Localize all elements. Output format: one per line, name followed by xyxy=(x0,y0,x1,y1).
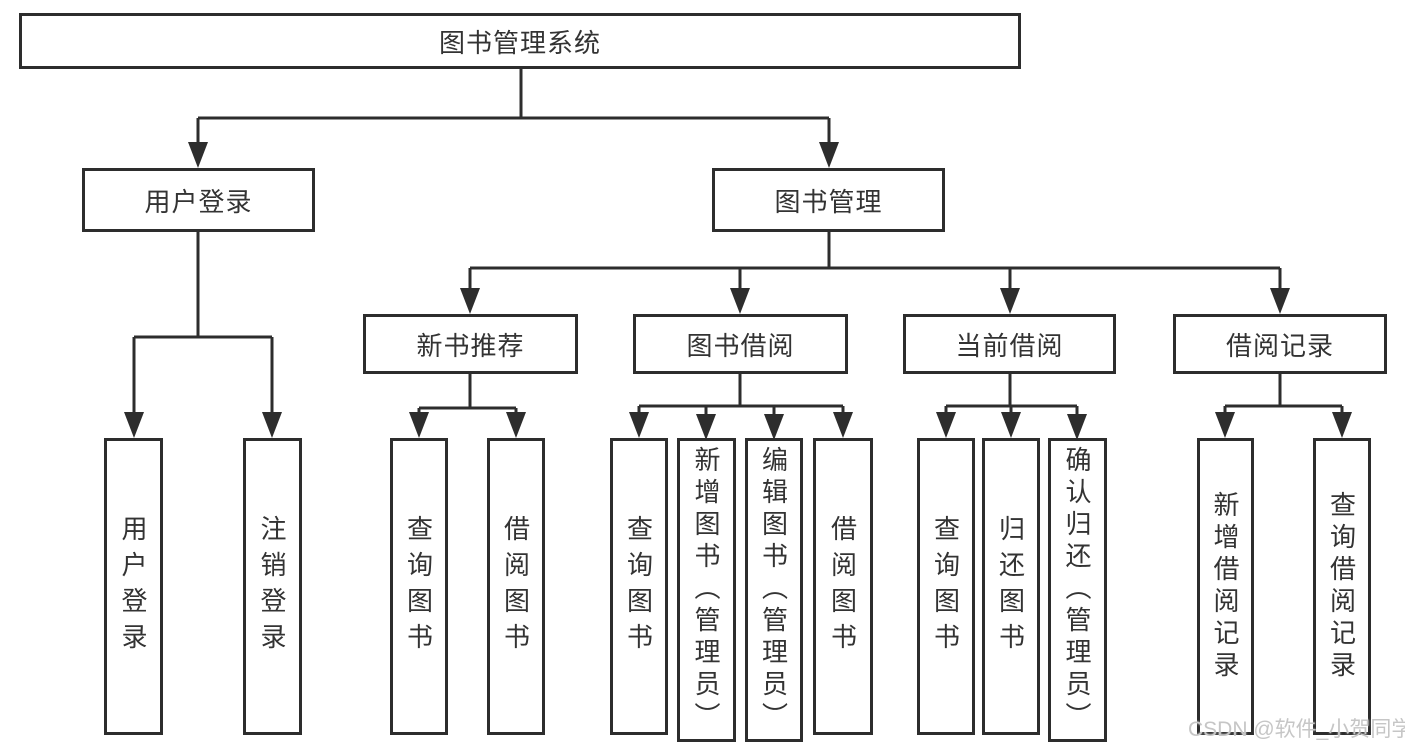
connector-borrow-records-branch xyxy=(1223,374,1344,418)
leaf-query-books-borrow: 查询图书 xyxy=(610,438,668,735)
arrowhead xyxy=(124,412,144,438)
leaf-query-books-recommend: 查询图书 xyxy=(390,438,448,735)
leaf-confirm-return-admin-label: 确认归还（管理员） xyxy=(1062,446,1092,734)
leaf-borrow-books-recommend: 借阅图书 xyxy=(487,438,545,735)
node-book-management-label: 图书管理 xyxy=(774,186,883,217)
arrowhead xyxy=(819,142,839,168)
node-borrow-records: 借阅记录 xyxy=(1173,314,1387,374)
node-user-login-label: 用户登录 xyxy=(144,186,253,217)
node-user-login: 用户登录 xyxy=(82,168,315,232)
connector-current-borrow-branch xyxy=(944,374,1079,420)
arrowhead xyxy=(1067,414,1087,440)
arrowhead xyxy=(730,288,750,314)
leaf-borrow-books-borrow-label: 借阅图书 xyxy=(827,514,858,659)
node-new-book-recommend-label: 新书推荐 xyxy=(416,330,525,361)
leaf-user-login-label: 用户登录 xyxy=(118,514,148,659)
leaf-add-borrow-record: 新增借阅记录 xyxy=(1197,438,1254,735)
csdn-watermark: CSDN @软件_小贺同学 xyxy=(1188,718,1405,741)
leaf-query-borrow-record-label: 查询借阅记录 xyxy=(1326,490,1357,683)
node-current-borrow-label: 当前借阅 xyxy=(955,330,1064,361)
arrowhead xyxy=(1215,412,1235,438)
arrowhead xyxy=(460,288,480,314)
node-book-management: 图书管理 xyxy=(712,168,945,232)
arrowhead xyxy=(629,412,649,438)
leaf-add-book-admin: 新增图书（管理员） xyxy=(677,438,736,742)
connector-root-to-level2 xyxy=(196,69,831,148)
node-current-borrow: 当前借阅 xyxy=(903,314,1116,374)
leaf-borrow-books-borrow: 借阅图书 xyxy=(813,438,873,735)
leaf-query-books-borrow-label: 查询图书 xyxy=(623,514,654,659)
leaf-query-borrow-record: 查询借阅记录 xyxy=(1313,438,1371,735)
arrowhead xyxy=(764,414,784,440)
node-root: 图书管理系统 xyxy=(19,13,1021,69)
node-book-borrow-label: 图书借阅 xyxy=(686,330,795,361)
arrowhead xyxy=(506,412,526,438)
leaf-logout-label: 注销登录 xyxy=(257,514,287,659)
node-new-book-recommend: 新书推荐 xyxy=(363,314,578,374)
arrowhead xyxy=(409,412,429,438)
arrowhead xyxy=(696,414,716,440)
leaf-add-borrow-record-label: 新增借阅记录 xyxy=(1210,490,1240,683)
leaf-edit-book-admin: 编辑图书（管理员） xyxy=(745,438,803,742)
leaf-logout: 注销登录 xyxy=(243,438,302,735)
connector-new-book-branch xyxy=(417,374,518,418)
leaf-user-login: 用户登录 xyxy=(104,438,163,735)
leaf-borrow-books-recommend-label: 借阅图书 xyxy=(500,514,531,659)
leaf-return-book: 归还图书 xyxy=(982,438,1040,735)
leaf-query-books-current-label: 查询图书 xyxy=(930,514,961,659)
arrowhead xyxy=(1001,412,1021,438)
node-borrow-records-label: 借阅记录 xyxy=(1225,330,1334,361)
leaf-query-books-recommend-label: 查询图书 xyxy=(403,514,434,659)
leaf-query-books-current: 查询图书 xyxy=(917,438,975,735)
arrowhead xyxy=(262,412,282,438)
arrowhead xyxy=(188,142,208,168)
connector-book-mgmt-to-level3 xyxy=(468,232,1282,294)
connector-book-borrow-branch xyxy=(637,374,845,420)
arrowhead xyxy=(1270,288,1290,314)
arrowhead xyxy=(936,412,956,438)
connector-user-login-branch xyxy=(132,232,274,418)
arrowhead xyxy=(1000,288,1020,314)
arrowhead xyxy=(1332,412,1352,438)
node-root-label: 图书管理系统 xyxy=(438,27,601,58)
leaf-confirm-return-admin: 确认归还（管理员） xyxy=(1048,438,1107,742)
leaf-add-book-admin-label: 新增图书（管理员） xyxy=(691,446,721,734)
leaf-return-book-label: 归还图书 xyxy=(995,514,1026,659)
leaf-edit-book-admin-label: 编辑图书（管理员） xyxy=(758,446,789,734)
arrowhead xyxy=(833,412,853,438)
node-book-borrow: 图书借阅 xyxy=(633,314,848,374)
